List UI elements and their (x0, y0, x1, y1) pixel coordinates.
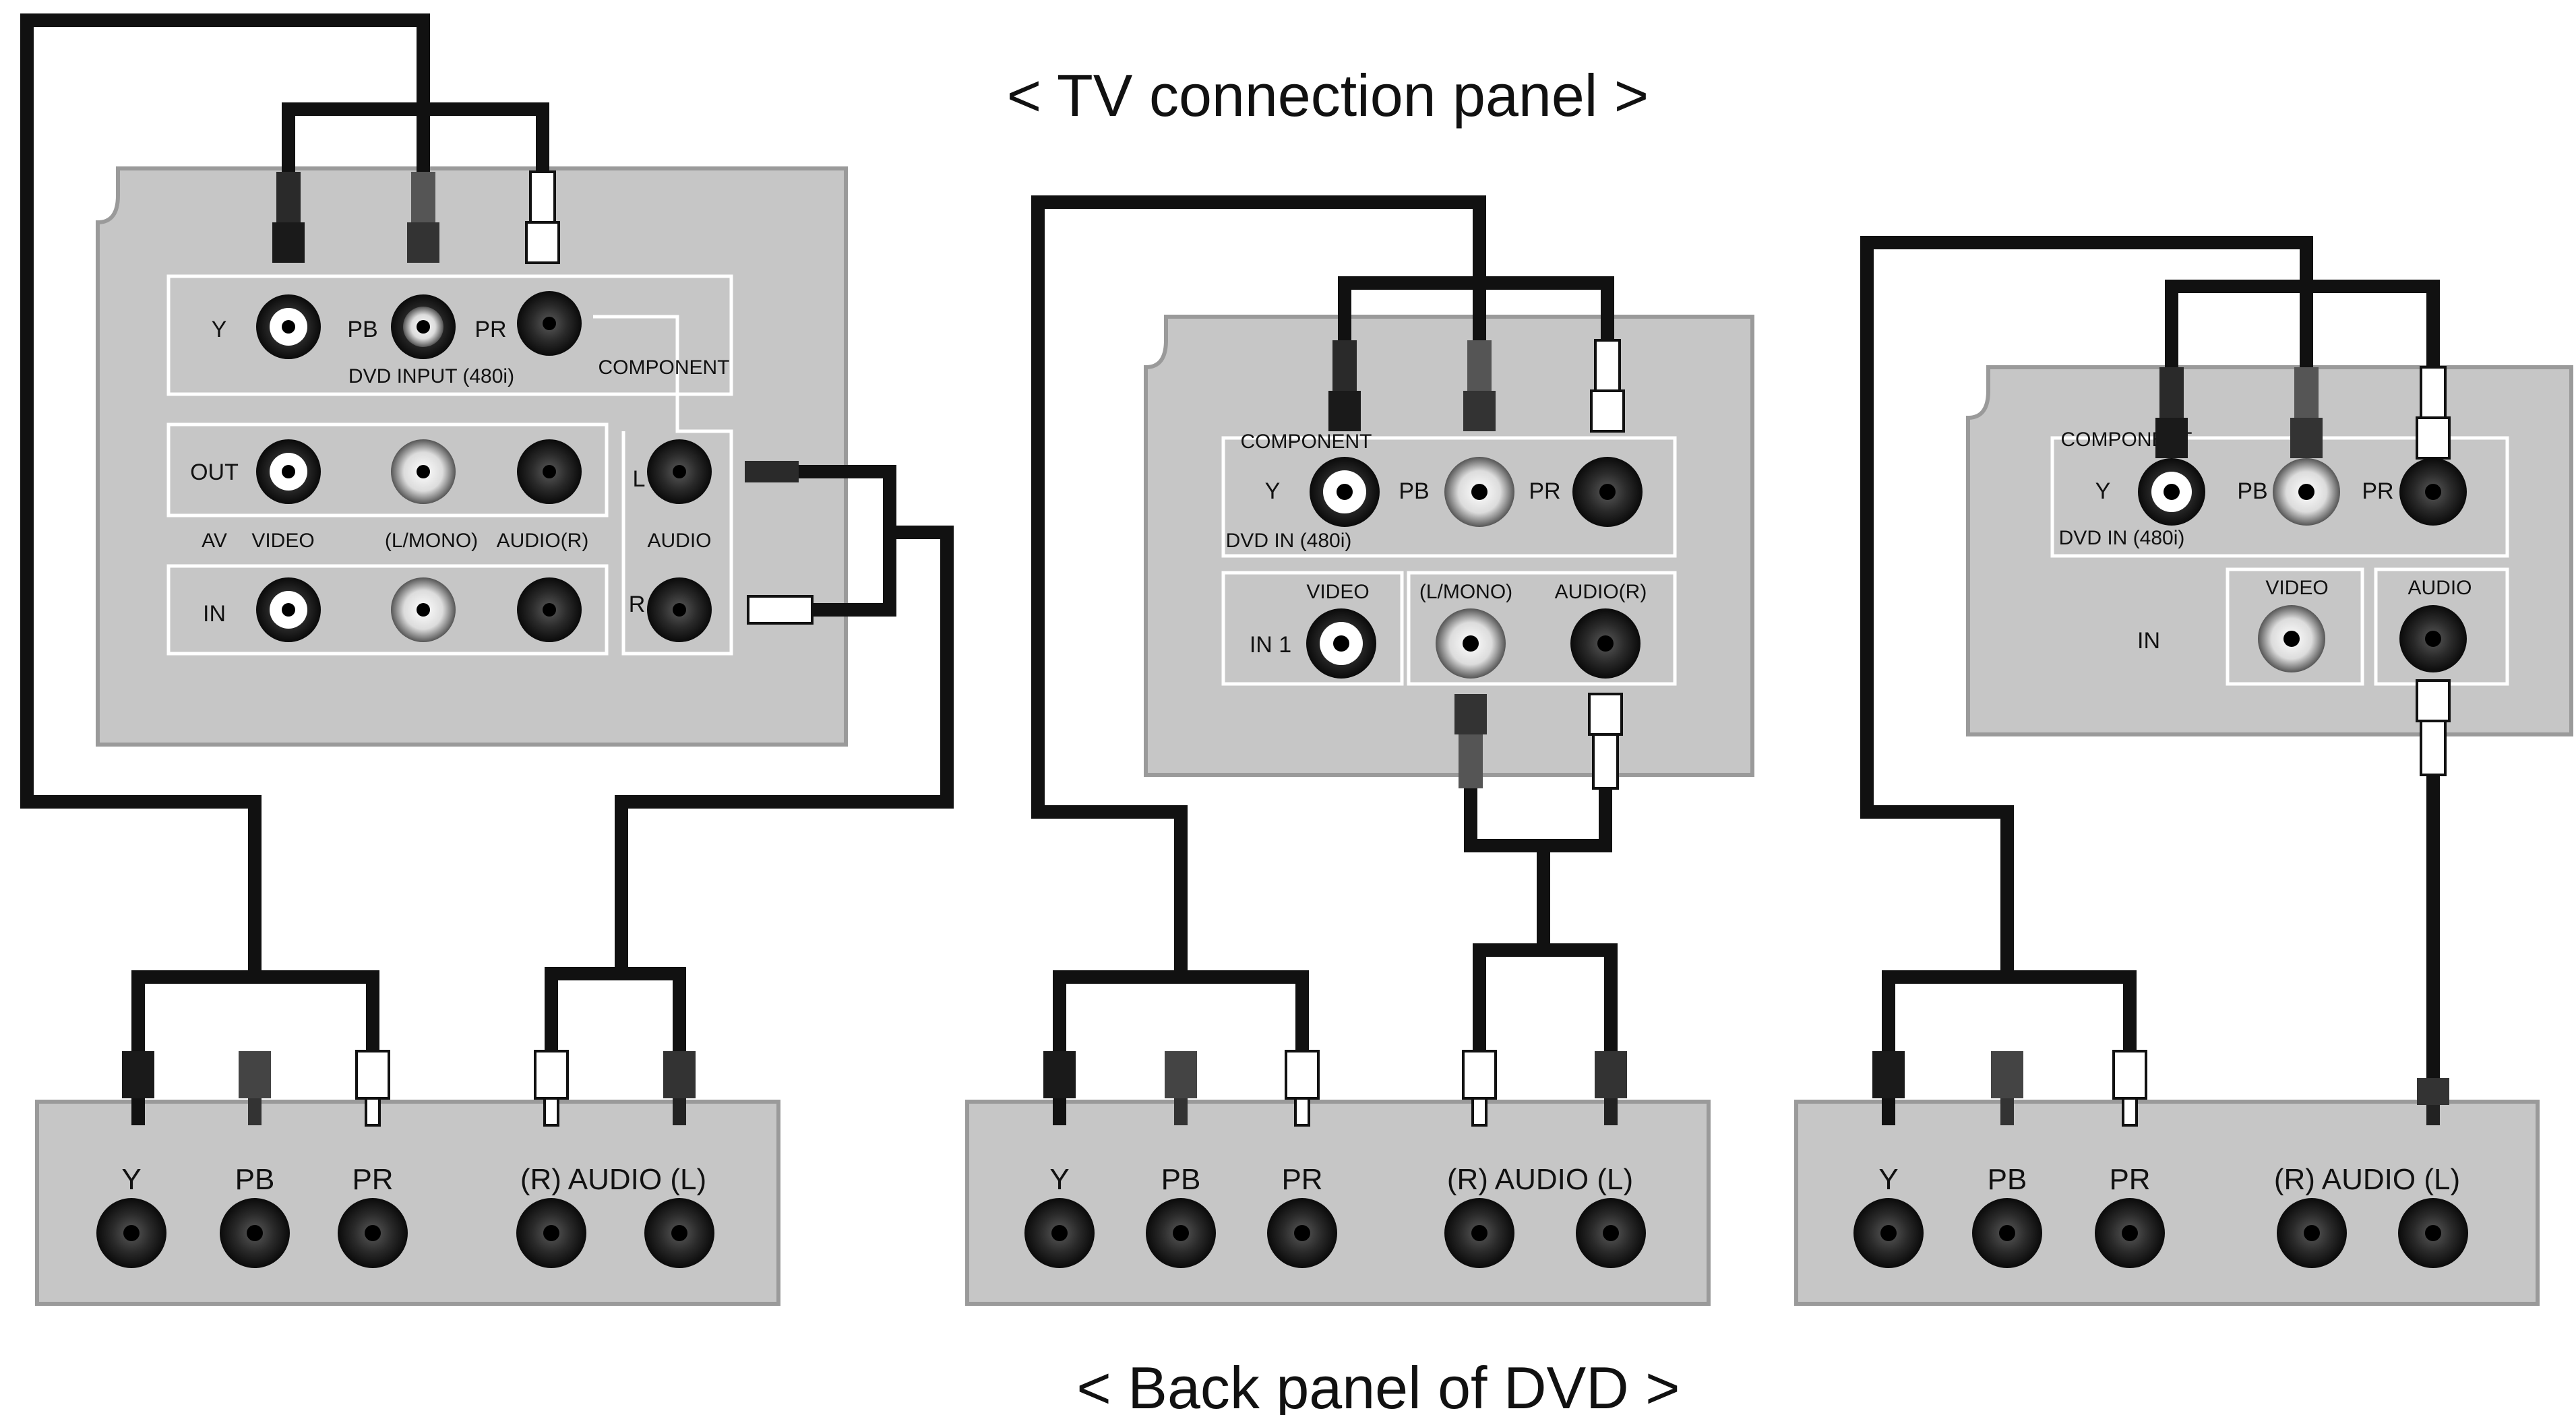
tv1-video-label: VIDEO (251, 530, 314, 552)
dvd-panel-2: Y PB PR (R) AUDIO (L) (965, 1100, 1711, 1306)
dvd-panel-1: Y PB PR (R) AUDIO (L) (35, 1100, 780, 1306)
dvd1-y-label: Y (121, 1163, 141, 1196)
jacks (96, 291, 2468, 1268)
tv1-pr-label: PR (474, 317, 506, 342)
tv1-pb-label: PB (347, 317, 377, 342)
dvd3-pb-label: PB (1988, 1163, 2027, 1196)
tv3-pr-label: PR (2362, 478, 2393, 504)
tv1-audio-label: AUDIO (647, 530, 711, 552)
tv2-in1-label: IN 1 (1250, 632, 1291, 658)
tv-panel-3: COMPONENT Y PB PR DVD IN (480i) IN VIDEO… (1966, 365, 2573, 736)
dvd3-audio-label: (R) AUDIO (L) (2274, 1163, 2460, 1196)
tv2-y-label: Y (1265, 478, 1281, 504)
tv1-audio-r-label: AUDIO(R) (497, 530, 589, 552)
tv3-audio-label: AUDIO (2408, 577, 2472, 599)
tv2-video-label: VIDEO (1306, 581, 1369, 603)
tv-panel-2: COMPONENT Y PB PR DVD IN (480i) IN 1 VID… (1144, 315, 1754, 777)
dvd3-y-label: Y (1878, 1163, 1898, 1196)
dvd2-audio-label: (R) AUDIO (L) (1447, 1163, 1633, 1196)
tv2-lmono-label: (L/MONO) (1419, 581, 1512, 603)
tv2-dvd-in-label: DVD IN (480i) (1226, 530, 1352, 552)
tv3-in-label: IN (2137, 628, 2160, 654)
dvd-panel-3: Y PB PR (R) AUDIO (L) (1794, 1100, 2540, 1306)
tv3-dvd-in-label: DVD IN (480i) (2059, 527, 2185, 549)
dvd2-pb-label: PB (1161, 1163, 1201, 1196)
tv2-component-label: COMPONENT (1241, 431, 1372, 453)
tv1-out-label: OUT (190, 460, 239, 485)
dvd-panel-title: < Back panel of DVD > (1076, 1354, 1680, 1415)
tv-panel-1: Y PB PR DVD INPUT (480i) COMPONENT OUT A… (96, 166, 848, 747)
tv1-av-label: AV (202, 530, 227, 552)
tv3-y-label: Y (2095, 478, 2111, 504)
tv3-video-label: VIDEO (2265, 577, 2328, 599)
tv1-in-label: IN (203, 601, 226, 627)
tv2-pb-label: PB (1399, 478, 1429, 504)
dvd2-pr-label: PR (1281, 1163, 1322, 1196)
dvd1-audio-label: (R) AUDIO (L) (520, 1163, 706, 1196)
dvd1-pb-label: PB (235, 1163, 275, 1196)
dvd2-y-label: Y (1049, 1163, 1069, 1196)
tv1-r-label: R (629, 592, 646, 617)
tv1-y-label: Y (212, 317, 227, 342)
tv1-dvd-input-label: DVD INPUT (480i) (348, 365, 514, 387)
tv1-l-label: L (633, 466, 646, 492)
tv2-pr-label: PR (1529, 478, 1560, 504)
tv-panel-title: < TV connection panel > (1007, 62, 1649, 129)
tv1-lmono-label: (L/MONO) (385, 530, 478, 552)
dvd1-pr-label: PR (352, 1163, 393, 1196)
dvd3-pr-label: PR (2109, 1163, 2150, 1196)
tv2-audio-r-label: AUDIO(R) (1555, 581, 1647, 603)
plugs (122, 170, 2451, 1127)
tv3-pb-label: PB (2237, 478, 2267, 504)
cables (20, 13, 2440, 1078)
tv1-component-label: COMPONENT (599, 356, 730, 379)
